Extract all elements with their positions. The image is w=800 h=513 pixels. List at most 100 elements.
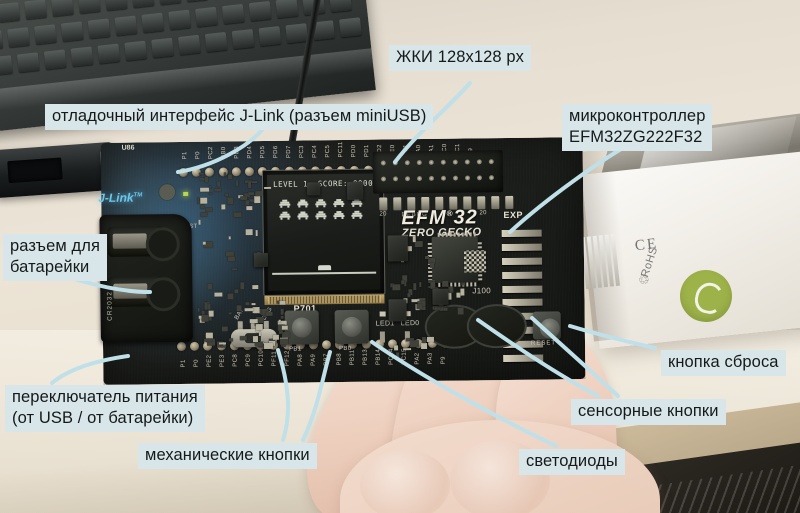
smd-component [209, 192, 213, 195]
invader-sprite [315, 199, 327, 208]
lcd-level-text: LEVEL 1 [273, 179, 309, 189]
smd-component [229, 236, 232, 240]
ic-package [253, 252, 269, 268]
smd-component [239, 281, 244, 289]
smd-component [214, 188, 221, 192]
knuckle [360, 450, 450, 513]
smd-component [424, 256, 429, 260]
smd-component [200, 212, 208, 218]
chip-lead [454, 282, 457, 287]
debug-header-pin [476, 175, 483, 181]
keyboard-key [51, 0, 74, 17]
silk-led1: LED1 [375, 320, 395, 328]
smd-component [207, 283, 213, 290]
reset-button[interactable] [532, 311, 561, 340]
smd-component [217, 181, 220, 187]
chip-lead [466, 282, 469, 287]
header-pin-label: PC11 [338, 141, 345, 158]
invader-column [333, 198, 345, 220]
ic-package [388, 299, 407, 322]
keyboard-key [43, 49, 67, 70]
smd-component [227, 293, 234, 300]
silk-pb1: PB1 [289, 346, 302, 353]
chip-lead [438, 282, 441, 287]
header-pin-label: PB7 [323, 353, 330, 366]
smd-component [429, 281, 436, 289]
label-battery: разъем для батарейки [3, 234, 107, 281]
chip-lead [478, 278, 483, 281]
smd-component [249, 319, 258, 323]
smd-component [231, 267, 238, 270]
smd-component [208, 310, 214, 317]
smd-component [204, 303, 208, 310]
silk-reset: RESET [530, 340, 557, 347]
debug-header-pin [428, 175, 435, 181]
smd-component [434, 305, 438, 311]
header-hole [231, 167, 241, 177]
header-hole [244, 167, 254, 177]
usb-cable-plug [0, 141, 116, 199]
header-pin-label: P9 [440, 356, 447, 365]
led1 [379, 311, 386, 317]
chip-lead [461, 232, 464, 237]
debug-header-pin [476, 159, 482, 165]
chip-lead [453, 232, 456, 237]
smd-component [205, 207, 213, 213]
mounting-hole [159, 184, 176, 201]
recycle-icon: ♲ [637, 271, 651, 288]
label-leds: светодиоды [519, 449, 625, 475]
keyboard-key [258, 26, 282, 47]
debug-connector [372, 150, 504, 194]
smd-component [272, 334, 279, 341]
debug-header-pin [380, 160, 386, 166]
smd-component [255, 229, 258, 237]
jlink-silkscreen: J-LinkTM [98, 190, 142, 205]
smd-component [281, 315, 284, 320]
keyboard-key [70, 46, 94, 67]
smd-component [443, 307, 448, 311]
smd-component [229, 338, 233, 342]
label-lcd: ЖКИ 128x128 px [389, 45, 532, 71]
keyboard-key [285, 23, 309, 44]
silk-j100: J100 [472, 286, 491, 296]
smd-component [204, 338, 213, 342]
debug-pad [477, 196, 486, 210]
silk-num1: 1 [507, 355, 511, 363]
smd-component [233, 211, 242, 218]
keyboard-key [158, 0, 182, 5]
debug-header-pin [416, 160, 422, 166]
chip-lead [428, 270, 433, 273]
smd-component [253, 196, 260, 203]
silk-cr2032: CR2032 [106, 290, 114, 321]
header-pin-label: PA2 [414, 352, 421, 365]
debug-header-pin [452, 159, 458, 165]
header-pin-label: PC8 [232, 353, 239, 367]
push-button-pb1[interactable] [284, 310, 320, 345]
smd-component [457, 307, 464, 315]
keyboard-key [33, 24, 57, 45]
keyboard-key [339, 17, 362, 38]
header-pin-label: PA9 [310, 353, 317, 366]
smd-component [252, 335, 259, 343]
header-pin-label: P1 [182, 151, 189, 160]
header-pin-label: PA8 [297, 353, 304, 367]
push-button-pb0[interactable] [334, 309, 370, 345]
debug-pad [393, 197, 402, 211]
smd-component [404, 280, 407, 287]
label-power-switch: переключатель питания (от USB / от батар… [5, 385, 205, 432]
chip-lead [457, 232, 460, 237]
smd-component [225, 193, 229, 197]
qr-code [463, 250, 487, 273]
header-pin-label: P0 [195, 151, 202, 160]
header-pin-label: PB0 [221, 146, 228, 159]
smd-component [199, 197, 207, 204]
label-mech-buttons: механические кнопки [138, 443, 317, 469]
header-hole [190, 341, 200, 351]
invader-column [297, 199, 309, 220]
expansion-pin [501, 257, 543, 265]
header-pin-label: PC4 [312, 144, 319, 158]
invader-column [351, 198, 363, 219]
debug-header-pin [404, 160, 410, 166]
debug-pad [505, 195, 514, 210]
header-pin-label: PD1 [364, 144, 371, 158]
